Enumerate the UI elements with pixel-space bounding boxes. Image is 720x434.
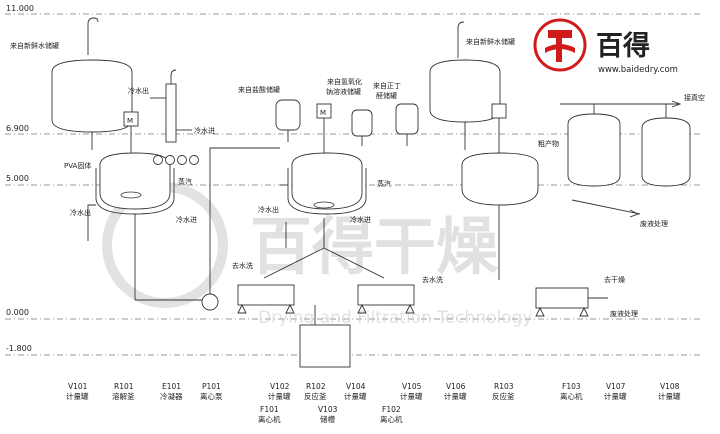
watermark: 百得干燥 Drying and Filtration Technology [102, 182, 532, 328]
reactor-r103 [461, 103, 641, 280]
label-steam-1: 蒸汽 [178, 177, 192, 186]
vessel-v102 [275, 99, 301, 142]
vessel-v101 [51, 17, 133, 150]
reactor-r101: M [87, 111, 199, 300]
watermark-en: Drying and Filtration Technology [258, 308, 532, 328]
equipment-name: 储槽 [320, 414, 335, 424]
logo-brand: 百得 [596, 31, 650, 62]
svg-text:M: M [320, 109, 326, 117]
equipment-code: R101 [114, 382, 134, 391]
equipment-code: R102 [306, 382, 326, 391]
equipment-name: 计量罐 [344, 391, 367, 401]
equipment-code: R103 [494, 382, 514, 391]
equipment-name: 溶解釜 [112, 391, 135, 401]
label-naoh-2: 钠溶液储罐 [326, 87, 361, 96]
label-cold-out-1: 冷水出 [128, 86, 149, 95]
label-cold-out-3: 冷水出 [258, 205, 279, 214]
logo-url: www.baidedry.com [598, 65, 678, 75]
equipment-name: 离心机 [380, 414, 403, 424]
label-to-water-wash-2: 去水洗 [422, 275, 443, 284]
equipment-name: 离心机 [560, 391, 583, 401]
equipment-name: 计量罐 [604, 391, 627, 401]
equipment-code: V101 [68, 382, 88, 391]
label-crude: 粗产物 [538, 139, 559, 148]
centrifuge-f102 [357, 284, 415, 314]
level-label-0000: 0.000 [6, 308, 29, 317]
label-pva: PVA固体 [64, 161, 91, 170]
equipment-code: V107 [606, 382, 626, 391]
level-label-5000: 5.000 [6, 174, 29, 183]
tank-v103 [299, 305, 351, 368]
equipment-name: 离心机 [258, 414, 281, 424]
centrifuge-f103 [535, 287, 608, 317]
label-naoh-1: 来自氢氧化 [327, 77, 362, 86]
vessel-v104 [351, 109, 373, 146]
level-label-minus1800: -1.800 [6, 344, 32, 353]
label-hcl: 来自盐酸储罐 [238, 85, 280, 94]
equipment-code: V103 [318, 405, 338, 414]
label-fresh-water-right: 来自新鲜水储罐 [466, 37, 515, 46]
equipment-name: 计量罐 [658, 391, 681, 401]
equipment-name: 反应釜 [304, 391, 327, 401]
equipment-name: 计量罐 [444, 391, 467, 401]
label-steam-2: 蒸汽 [377, 179, 391, 188]
equipment-code: V104 [346, 382, 366, 391]
label-cold-in-3: 冷水进 [350, 215, 371, 224]
label-to-water-wash: 去水洗 [232, 261, 253, 270]
centrifuge-f101 [237, 284, 295, 314]
equipment-name: 离心泵 [200, 391, 223, 401]
motor-m3 [491, 103, 507, 119]
svg-text:M: M [127, 117, 133, 125]
equipment-legend: V101 计量罐 R101 溶解釜 E101 冷凝器 P101 离心泵 V102… [66, 382, 681, 424]
equipment-code: P101 [202, 382, 221, 391]
vessel-v107 [567, 104, 621, 187]
equipment-name: 反应釜 [492, 391, 515, 401]
equipment-code: V106 [446, 382, 466, 391]
equipment-name: 计量罐 [66, 391, 89, 401]
equipment-code: F101 [260, 405, 279, 414]
label-fresh-water-left: 来自新鲜水储罐 [10, 41, 59, 50]
label-cold-in-1: 冷水进 [194, 126, 215, 135]
reactor-r102: M [263, 103, 385, 279]
equipment-code: V108 [660, 382, 680, 391]
label-butyraldehyde-2: 醛储罐 [376, 91, 397, 100]
vessel-v108 [560, 100, 691, 187]
equipment-name: 计量罐 [400, 391, 423, 401]
brand-logo: 百得 www.baidedry.com [533, 18, 678, 75]
pump-p101 [135, 147, 280, 311]
label-to-vacuum: 接真空 [684, 93, 705, 102]
equipment-code: V102 [270, 382, 290, 391]
equipment-code: V105 [402, 382, 422, 391]
equipment-name: 冷凝器 [160, 391, 183, 401]
label-butyraldehyde-1: 来自正丁 [373, 81, 401, 90]
label-cold-in-2: 冷水进 [176, 215, 197, 224]
label-waste-liquid-1: 废液处理 [640, 219, 668, 228]
level-label-6900: 6.900 [6, 124, 29, 133]
equipment-code: F103 [562, 382, 581, 391]
equipment-name: 计量罐 [268, 391, 291, 401]
level-label-11000: 11.000 [6, 4, 34, 13]
equipment-code: E101 [162, 382, 181, 391]
label-cold-out-2: 冷水出 [70, 208, 91, 217]
label-to-dry: 去干燥 [604, 275, 625, 284]
vessel-v105 [395, 103, 419, 146]
equipment-code: F102 [382, 405, 401, 414]
watermark-cn: 百得干燥 [250, 210, 499, 283]
condenser-e101 [150, 69, 192, 143]
label-waste-liquid-2: 废液处理 [610, 309, 638, 318]
